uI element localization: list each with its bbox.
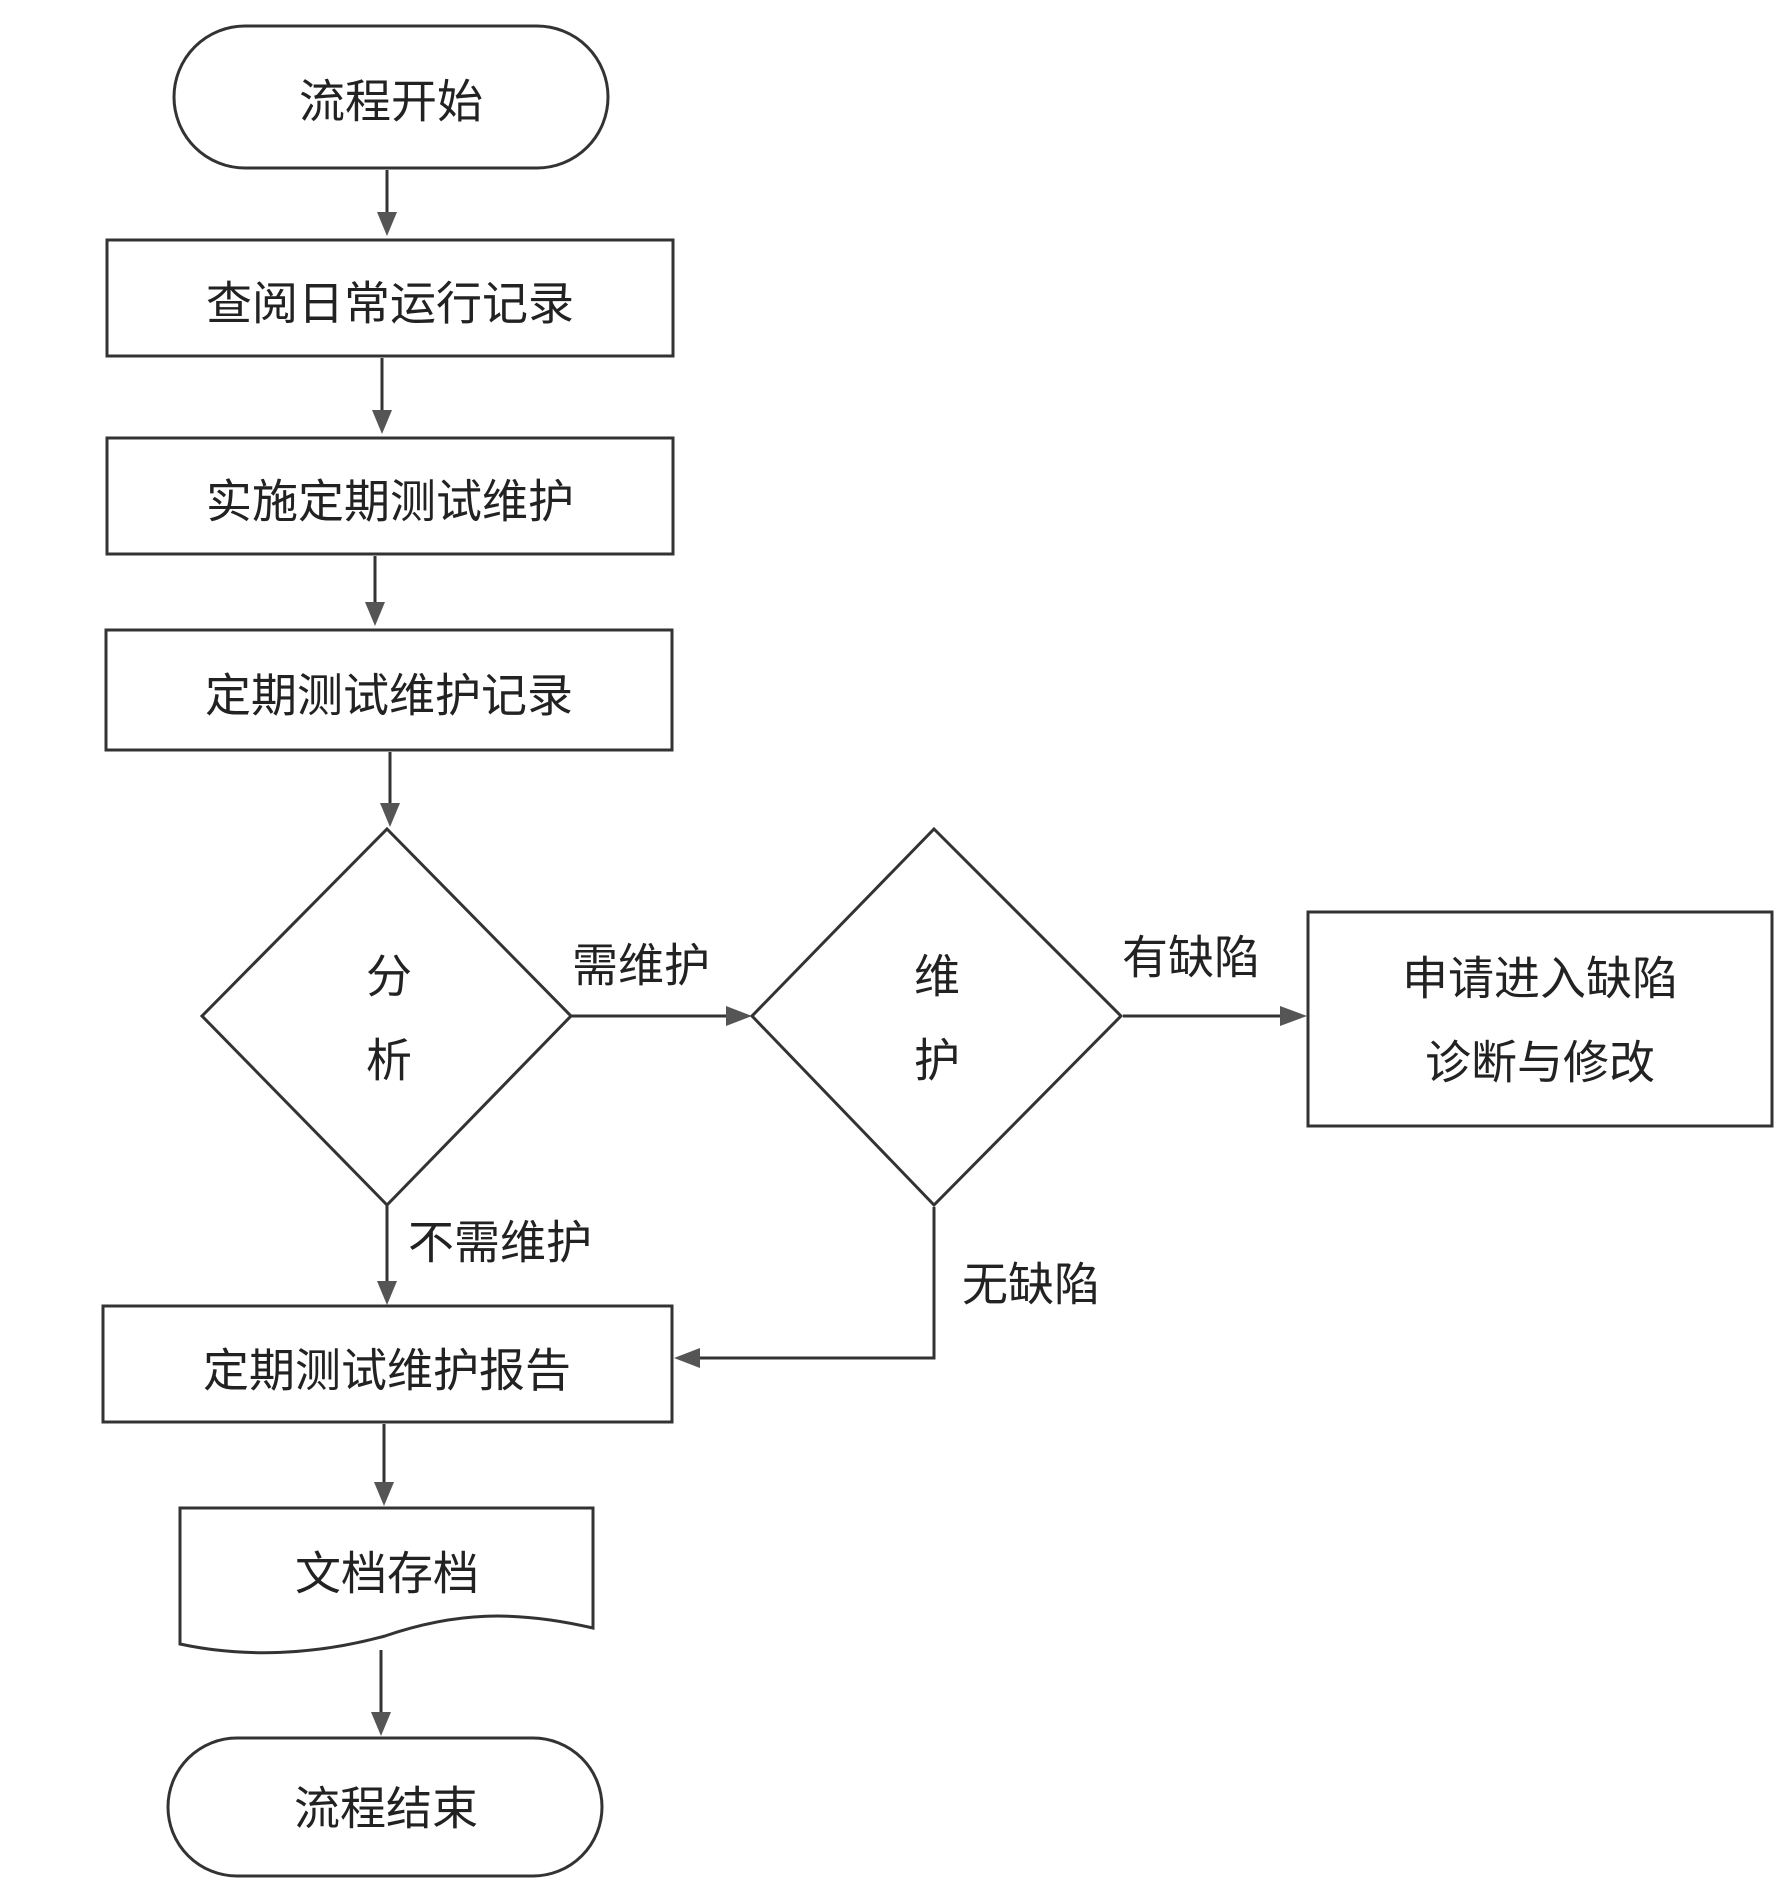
archive-label: 文档存档 [295, 1547, 479, 1601]
analysis-label-line1: 分 [366, 950, 412, 1004]
node-maintenance-records: 定期测试维护记录 [104, 628, 674, 752]
apply-defect-box [1306, 910, 1774, 1128]
edge-labels: 需维护 不需维护 有缺陷 无缺陷 [408, 931, 1260, 1312]
analysis-label-line2: 析 [366, 1034, 412, 1088]
node-archive: 文档存档 [178, 1506, 595, 1655]
implement-maintenance-label: 实施定期测试维护 [206, 475, 574, 529]
connectors [365, 170, 1307, 1736]
arrowhead [1280, 1006, 1307, 1026]
review-records-box [105, 238, 675, 358]
node-start: 流程开始 [172, 24, 610, 170]
maintenance-records-label: 定期测试维护记录 [205, 669, 573, 723]
analysis-diamond [199, 826, 574, 1208]
arrowhead [377, 212, 397, 236]
node-apply-defect: 申请进入缺陷 诊断与修改 [1306, 910, 1774, 1128]
node-analysis: 分 析 [199, 826, 574, 1208]
report-label: 定期测试维护报告 [203, 1344, 571, 1398]
maintain-label-line1: 维 [914, 950, 960, 1004]
arrowhead [374, 1482, 394, 1506]
arrowhead [371, 1712, 391, 1736]
review-records-label: 查阅日常运行记录 [206, 277, 574, 331]
end-label: 流程结束 [294, 1782, 478, 1836]
edge-label-has-defect: 有缺陷 [1122, 931, 1260, 985]
implement-maintenance-box [105, 436, 675, 556]
maintain-label-line2: 护 [914, 1034, 960, 1088]
node-report: 定期测试维护报告 [101, 1304, 674, 1424]
edge-label-needs-maintenance: 需维护 [572, 939, 710, 993]
node-end: 流程结束 [166, 1736, 604, 1878]
end-terminal [166, 1736, 604, 1878]
arrowhead [674, 1348, 700, 1368]
edge-label-no-defect: 无缺陷 [962, 1258, 1100, 1312]
arrowhead [372, 410, 392, 434]
node-implement-maintenance: 实施定期测试维护 [105, 436, 675, 556]
node-review-records: 查阅日常运行记录 [105, 238, 675, 358]
edge-label-no-maintenance-needed: 不需维护 [408, 1216, 592, 1270]
maintenance-records-box [104, 628, 674, 752]
apply-defect-label-line1: 申请进入缺陷 [1402, 952, 1678, 1006]
start-label: 流程开始 [299, 75, 483, 129]
arrowhead [380, 803, 400, 827]
start-terminal [172, 24, 610, 170]
maintain-diamond [749, 826, 1124, 1208]
arrowhead [365, 602, 385, 626]
edge-maintain-to-report [700, 1207, 936, 1360]
arrowhead [726, 1006, 752, 1026]
arrowhead [377, 1281, 397, 1305]
node-maintain: 维 护 [749, 826, 1124, 1208]
report-box [101, 1304, 674, 1424]
archive-document [178, 1506, 595, 1655]
apply-defect-label-line2: 诊断与修改 [1425, 1036, 1655, 1090]
